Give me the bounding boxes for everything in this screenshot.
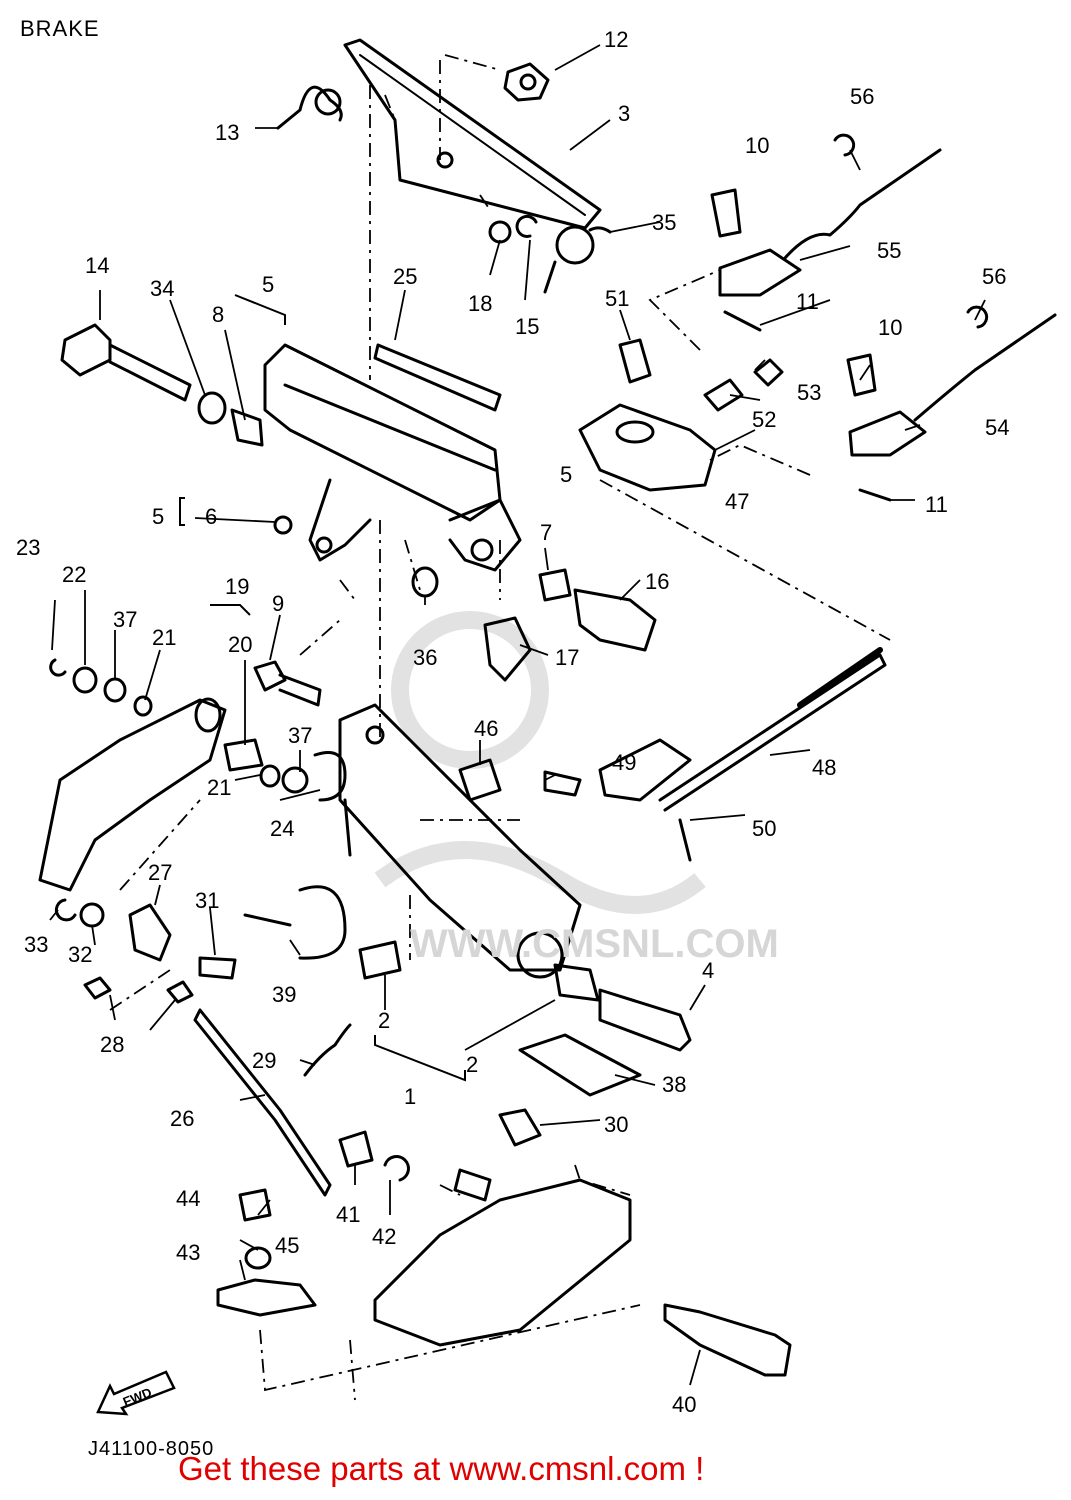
callout-15: 15: [515, 314, 539, 339]
callout-46: 46: [474, 716, 498, 741]
callout-2b: 2: [466, 1052, 478, 1077]
diagram-part-code: J41100-8050: [88, 1438, 215, 1460]
forward-arrow-icon: FWD: [96, 1370, 176, 1416]
parking-handle-part: [38, 698, 227, 892]
callout-37b: 37: [288, 723, 312, 748]
callout-37a: 37: [113, 607, 137, 632]
callout-48: 48: [812, 755, 836, 780]
callout-25: 25: [393, 264, 417, 289]
callout-17: 17: [555, 645, 579, 670]
callout-1: 1: [404, 1084, 416, 1109]
callout-55: 55: [877, 238, 901, 263]
footer-cta-link[interactable]: Get these parts at www.cmsnl.com !: [178, 1450, 705, 1487]
callout-56a: 56: [850, 84, 874, 109]
cable-bracket-part: [578, 403, 717, 492]
callout-47: 47: [725, 489, 749, 514]
callout-51: 51: [605, 286, 629, 311]
callout-5a: 5: [262, 272, 274, 297]
callout-32: 32: [68, 942, 92, 967]
callout-16: 16: [645, 569, 669, 594]
callout-12: 12: [604, 27, 628, 52]
callout-28a: 28: [100, 1032, 124, 1057]
callout-4: 4: [702, 958, 714, 983]
callout-11a: 11: [796, 289, 819, 314]
callout-22: 22: [62, 562, 86, 587]
callout-56b: 56: [982, 264, 1006, 289]
callout-33: 33: [24, 932, 48, 957]
callout-18: 18: [468, 291, 492, 316]
callout-36: 36: [413, 645, 437, 670]
callout-21b: 21: [207, 775, 231, 800]
callout-45: 45: [275, 1233, 299, 1258]
pedal-pad-part: [343, 38, 602, 230]
callout-49: 49: [612, 750, 636, 775]
callout-50: 50: [752, 816, 776, 841]
callout-40: 40: [672, 1392, 696, 1417]
callout-14: 14: [85, 253, 109, 278]
callout-54: 54: [985, 415, 1009, 440]
callout-2a: 2: [378, 1008, 390, 1033]
callout-10a: 10: [745, 133, 769, 158]
callout-31: 31: [195, 888, 219, 913]
callout-34: 34: [150, 276, 174, 301]
callout-43: 43: [176, 1240, 200, 1265]
callout-41: 41: [336, 1202, 360, 1227]
callout-11b: 11: [925, 492, 948, 517]
watermark-logo: [374, 611, 706, 914]
callout-42: 42: [372, 1224, 396, 1249]
brake-lever-part: [338, 703, 582, 972]
callout-5-bracket: 5: [152, 504, 164, 529]
callout-10b: 10: [878, 315, 902, 340]
callout-53: 53: [797, 380, 821, 405]
mount-bracket-part: [373, 1178, 632, 1347]
callout-23: 23: [16, 535, 40, 560]
callout-3: 3: [618, 101, 630, 126]
callout-39: 39: [272, 982, 296, 1007]
callout-24: 24: [270, 816, 294, 841]
callout-6: 6: [205, 504, 217, 529]
callout-21a: 21: [152, 625, 176, 650]
watermark-text: WWW.CMSNL.COM: [410, 922, 779, 966]
callout-35: 35: [652, 210, 676, 235]
callout-38: 38: [662, 1072, 686, 1097]
callout-9: 9: [272, 591, 284, 616]
callout-13: 13: [215, 120, 239, 145]
callout-29: 29: [252, 1048, 276, 1073]
callout-27: 27: [148, 860, 172, 885]
page-title: BRAKE: [20, 16, 100, 41]
callout-5b: 5: [560, 462, 572, 487]
callout-26: 26: [170, 1106, 194, 1131]
callout-7: 7: [540, 520, 552, 545]
callout-8: 8: [212, 302, 224, 327]
callout-20: 20: [228, 632, 252, 657]
callout-19: 19: [225, 574, 249, 599]
callout-44: 44: [176, 1186, 200, 1211]
callout-30: 30: [604, 1112, 628, 1137]
callout-52: 52: [752, 407, 776, 432]
pedal-arm-body: [263, 343, 502, 522]
callout-labels: 1 2 2 2 3 4 5 5 6 7 8 9 10 10 11 11 12 1…: [16, 27, 1009, 1417]
